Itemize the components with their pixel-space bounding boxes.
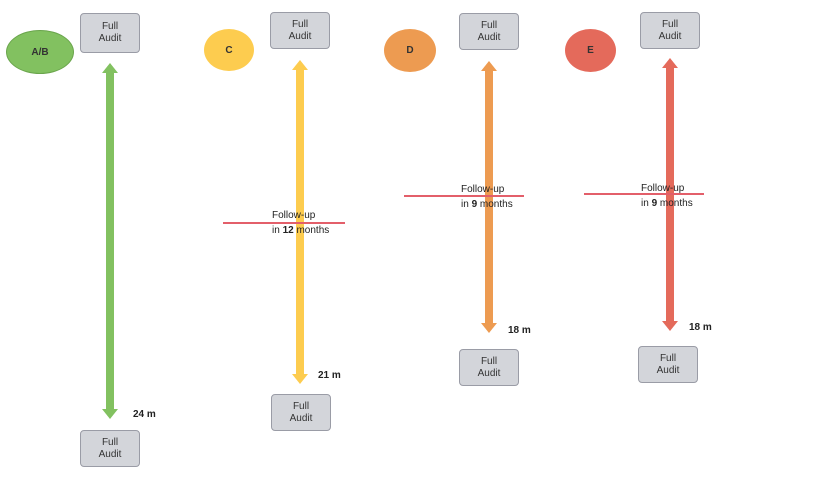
box-line2: Audit — [656, 364, 680, 376]
category-oval-d: D — [384, 29, 436, 72]
follow-up-line1: Follow-up — [641, 183, 685, 194]
arrow-ab — [102, 63, 118, 419]
arrow-c-head-down — [292, 374, 308, 384]
interval-label-c: 21 m — [318, 370, 341, 381]
category-label-c: C — [225, 44, 233, 56]
arrow-e-head-down — [662, 321, 678, 331]
follow-up-line1: Follow-up — [272, 210, 316, 221]
box-line2: Audit — [289, 412, 313, 424]
follow-up-suffix: months — [477, 199, 513, 210]
category-oval-c: C — [204, 29, 254, 71]
box-line1: Full — [101, 21, 119, 32]
full-audit-box-top-ab: Full Audit — [80, 13, 140, 53]
arrow-d-head-down — [481, 323, 497, 333]
follow-up-number: 9 — [651, 198, 658, 209]
interval-label-ab: 24 m — [133, 409, 156, 420]
follow-up-prefix: in — [641, 198, 652, 209]
full-audit-box-bottom-c: Full Audit — [271, 394, 331, 431]
arrow-d-shaft — [485, 70, 493, 324]
full-audit-box-top-d: Full Audit — [459, 13, 519, 50]
follow-up-prefix: in — [272, 225, 283, 236]
follow-up-number: 12 — [282, 225, 294, 236]
full-audit-box-bottom-ab: Full Audit — [80, 430, 140, 467]
box-line2: Audit — [658, 30, 682, 42]
box-line2: Audit — [477, 367, 501, 379]
box-line1: Full — [292, 400, 310, 412]
follow-up-line1: Follow-up — [461, 184, 505, 195]
full-audit-box-bottom-e: Full Audit — [638, 346, 698, 383]
follow-up-prefix: in — [461, 199, 472, 210]
interval-label-e: 18 m — [689, 322, 712, 333]
arrow-c-head-up — [292, 60, 308, 70]
follow-up-label-c: Follow-up in 12 months — [272, 208, 329, 238]
box-line2: Audit — [477, 31, 501, 43]
box-line1: Full — [480, 355, 498, 367]
follow-up-suffix: months — [657, 198, 693, 209]
follow-up-line-c — [223, 222, 345, 224]
arrow-e-shaft — [666, 67, 674, 323]
arrow-ab-shaft — [106, 72, 114, 410]
arrow-d — [481, 61, 497, 333]
box-line2: Audit — [98, 33, 122, 44]
box-line1: Full — [480, 19, 498, 31]
follow-up-number: 9 — [471, 199, 478, 210]
follow-up-line2: in 12 months — [272, 223, 329, 238]
arrow-ab-head-down — [102, 409, 118, 419]
full-audit-box-bottom-d: Full Audit — [459, 349, 519, 386]
category-label-d: D — [406, 45, 414, 56]
box-line1: Full — [661, 18, 679, 30]
category-label-ab: A/B — [31, 46, 49, 58]
box-line1: Full — [659, 352, 677, 364]
category-oval-ab: A/B — [6, 30, 74, 74]
box-line2: Audit — [98, 448, 122, 460]
box-line2: Audit — [288, 30, 312, 42]
follow-up-line2: in 9 months — [461, 197, 513, 212]
arrow-e — [662, 58, 678, 331]
category-oval-e: E — [565, 29, 616, 72]
follow-up-suffix: months — [293, 225, 330, 236]
full-audit-box-top-c: Full Audit — [270, 12, 330, 49]
follow-up-label-e: Follow-up in 9 months — [641, 181, 693, 211]
follow-up-line-e — [584, 193, 704, 195]
full-audit-box-top-e: Full Audit — [640, 12, 700, 49]
interval-label-d: 18 m — [508, 325, 531, 336]
arrow-ab-head-up — [102, 63, 118, 73]
category-label-e: E — [587, 45, 594, 56]
arrow-e-head-up — [662, 58, 678, 68]
follow-up-line-d — [404, 195, 524, 197]
follow-up-line2: in 9 months — [641, 196, 693, 211]
box-line1: Full — [101, 436, 119, 448]
box-line1: Full — [291, 18, 309, 30]
follow-up-label-d: Follow-up in 9 months — [461, 182, 513, 212]
arrow-d-head-up — [481, 61, 497, 71]
